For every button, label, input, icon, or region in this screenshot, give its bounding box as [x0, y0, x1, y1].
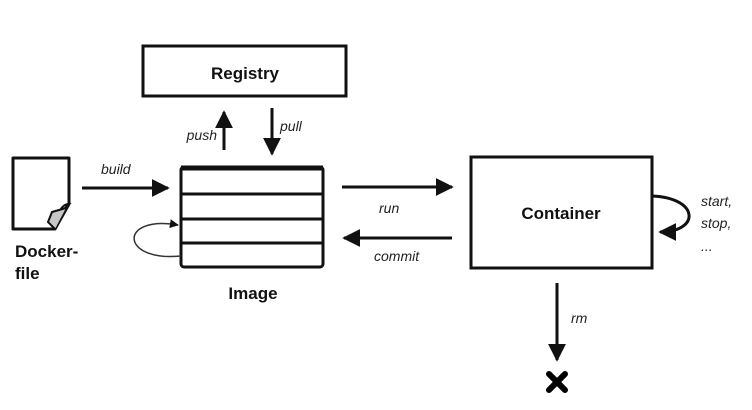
container-loop-label-line1: start,: [701, 193, 732, 209]
commit-edge: commit: [342, 229, 452, 264]
dockerfile-node: Docker- file: [11, 156, 78, 283]
image-self-loop: [133, 219, 182, 258]
x-mark-icon: [546, 371, 568, 393]
build-label: build: [101, 161, 132, 177]
push-label: push: [186, 127, 218, 143]
rm-edge: rm: [548, 283, 588, 362]
dockerfile-label-line2: file: [15, 264, 40, 283]
container-loop-label-line2: stop,: [701, 215, 731, 231]
push-edge: push: [186, 110, 233, 150]
run-edge: run: [342, 178, 454, 216]
dockerfile-label-line1: Docker-: [15, 242, 78, 261]
rm-label: rm: [571, 310, 588, 326]
commit-label: commit: [374, 248, 420, 264]
pull-label: pull: [279, 118, 303, 134]
build-edge: build: [82, 161, 170, 197]
container-self-loop: start, stop, ...: [651, 193, 732, 254]
container-node: Container: [469, 155, 654, 270]
image-node: Image: [179, 165, 325, 303]
run-label: run: [379, 200, 399, 216]
image-label: Image: [228, 284, 277, 303]
container-loop-label-line3: ...: [701, 238, 713, 254]
registry-label: Registry: [211, 64, 280, 83]
document-icon: [11, 156, 72, 231]
container-label: Container: [521, 204, 601, 223]
registry-node: Registry: [141, 44, 348, 98]
pull-edge: pull: [263, 108, 303, 156]
